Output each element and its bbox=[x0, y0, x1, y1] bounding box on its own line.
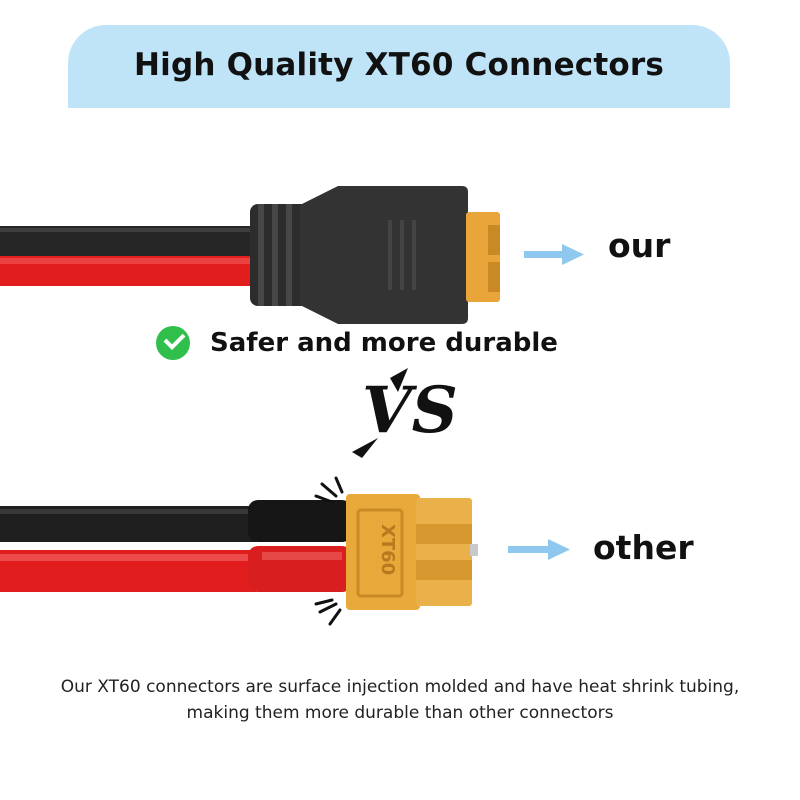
bottom-black-shrink bbox=[248, 500, 352, 542]
other-arrow-icon bbox=[508, 539, 570, 560]
our-arrow-icon bbox=[524, 244, 584, 265]
banner-title: High Quality XT60 Connectors bbox=[133, 46, 665, 83]
benefit-text: Safer and more durable bbox=[210, 328, 558, 358]
title-banner: High Quality XT60 Connectors bbox=[68, 25, 730, 108]
xt60-marking: XT60 bbox=[377, 524, 398, 575]
top-strain-relief bbox=[250, 204, 312, 306]
vs-text: VS bbox=[362, 373, 458, 448]
other-label: other bbox=[593, 528, 694, 567]
our-label: our bbox=[608, 226, 671, 265]
vs-icon: VS bbox=[352, 368, 458, 458]
our-connector-image bbox=[0, 186, 584, 324]
caption: Our XT60 connectors are surface injectio… bbox=[20, 674, 780, 726]
top-molded-body bbox=[300, 186, 468, 324]
other-connector-image: XT60 bbox=[0, 476, 570, 626]
caption-line-1: Our XT60 connectors are surface injectio… bbox=[60, 677, 740, 697]
check-circle-icon bbox=[156, 326, 190, 360]
caption-line-2: making them more durable than other conn… bbox=[186, 703, 614, 723]
burst-marks bbox=[314, 476, 344, 626]
